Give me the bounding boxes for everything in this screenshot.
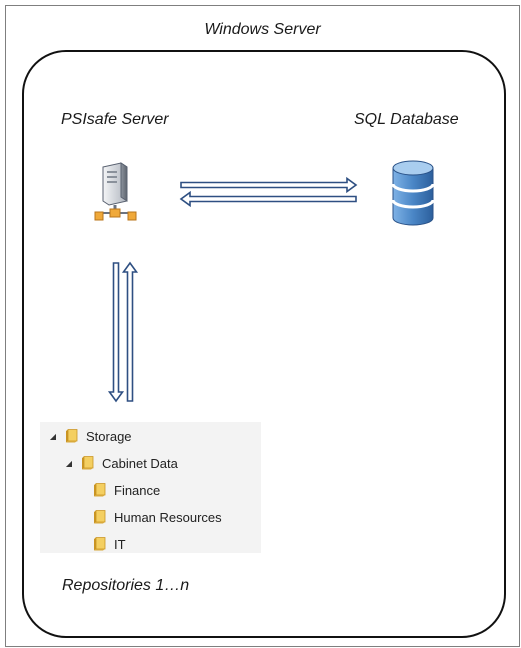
tree-item-label: Human Resources	[114, 509, 222, 525]
expanded-triangle-icon[interactable]: ◢	[49, 431, 57, 441]
expanded-triangle-icon[interactable]: ◢	[65, 458, 73, 468]
psisafe-server-label: PSIsafe Server	[61, 111, 169, 128]
folder-icon	[82, 456, 94, 470]
tree-item-label: IT	[114, 536, 126, 552]
folder-icon	[94, 510, 106, 524]
server-icon	[94, 162, 137, 221]
tree-item-human-resources[interactable]: Human Resources	[92, 507, 222, 527]
tree-item-storage[interactable]: ◢ Storage	[48, 426, 132, 446]
folder-icon	[94, 537, 106, 551]
tree-item-cabinet-data[interactable]: ◢ Cabinet Data	[64, 453, 178, 473]
tree-item-label: Storage	[86, 428, 132, 444]
server-container	[22, 50, 506, 638]
tree-item-label: Cabinet Data	[102, 455, 178, 471]
database-icon	[391, 160, 435, 226]
folder-icon	[94, 483, 106, 497]
tree-item-it[interactable]: IT	[92, 534, 126, 554]
windows-server-title: Windows Server	[204, 21, 321, 38]
repository-folder-tree: ◢ Storage ◢ Cabinet Data Finance Human	[40, 422, 261, 553]
repositories-label: Repositories 1…n	[62, 577, 190, 594]
folder-icon	[66, 429, 78, 443]
tree-item-label: Finance	[114, 482, 161, 498]
sql-database-label: SQL Database	[354, 111, 459, 128]
tree-item-finance[interactable]: Finance	[92, 480, 160, 500]
